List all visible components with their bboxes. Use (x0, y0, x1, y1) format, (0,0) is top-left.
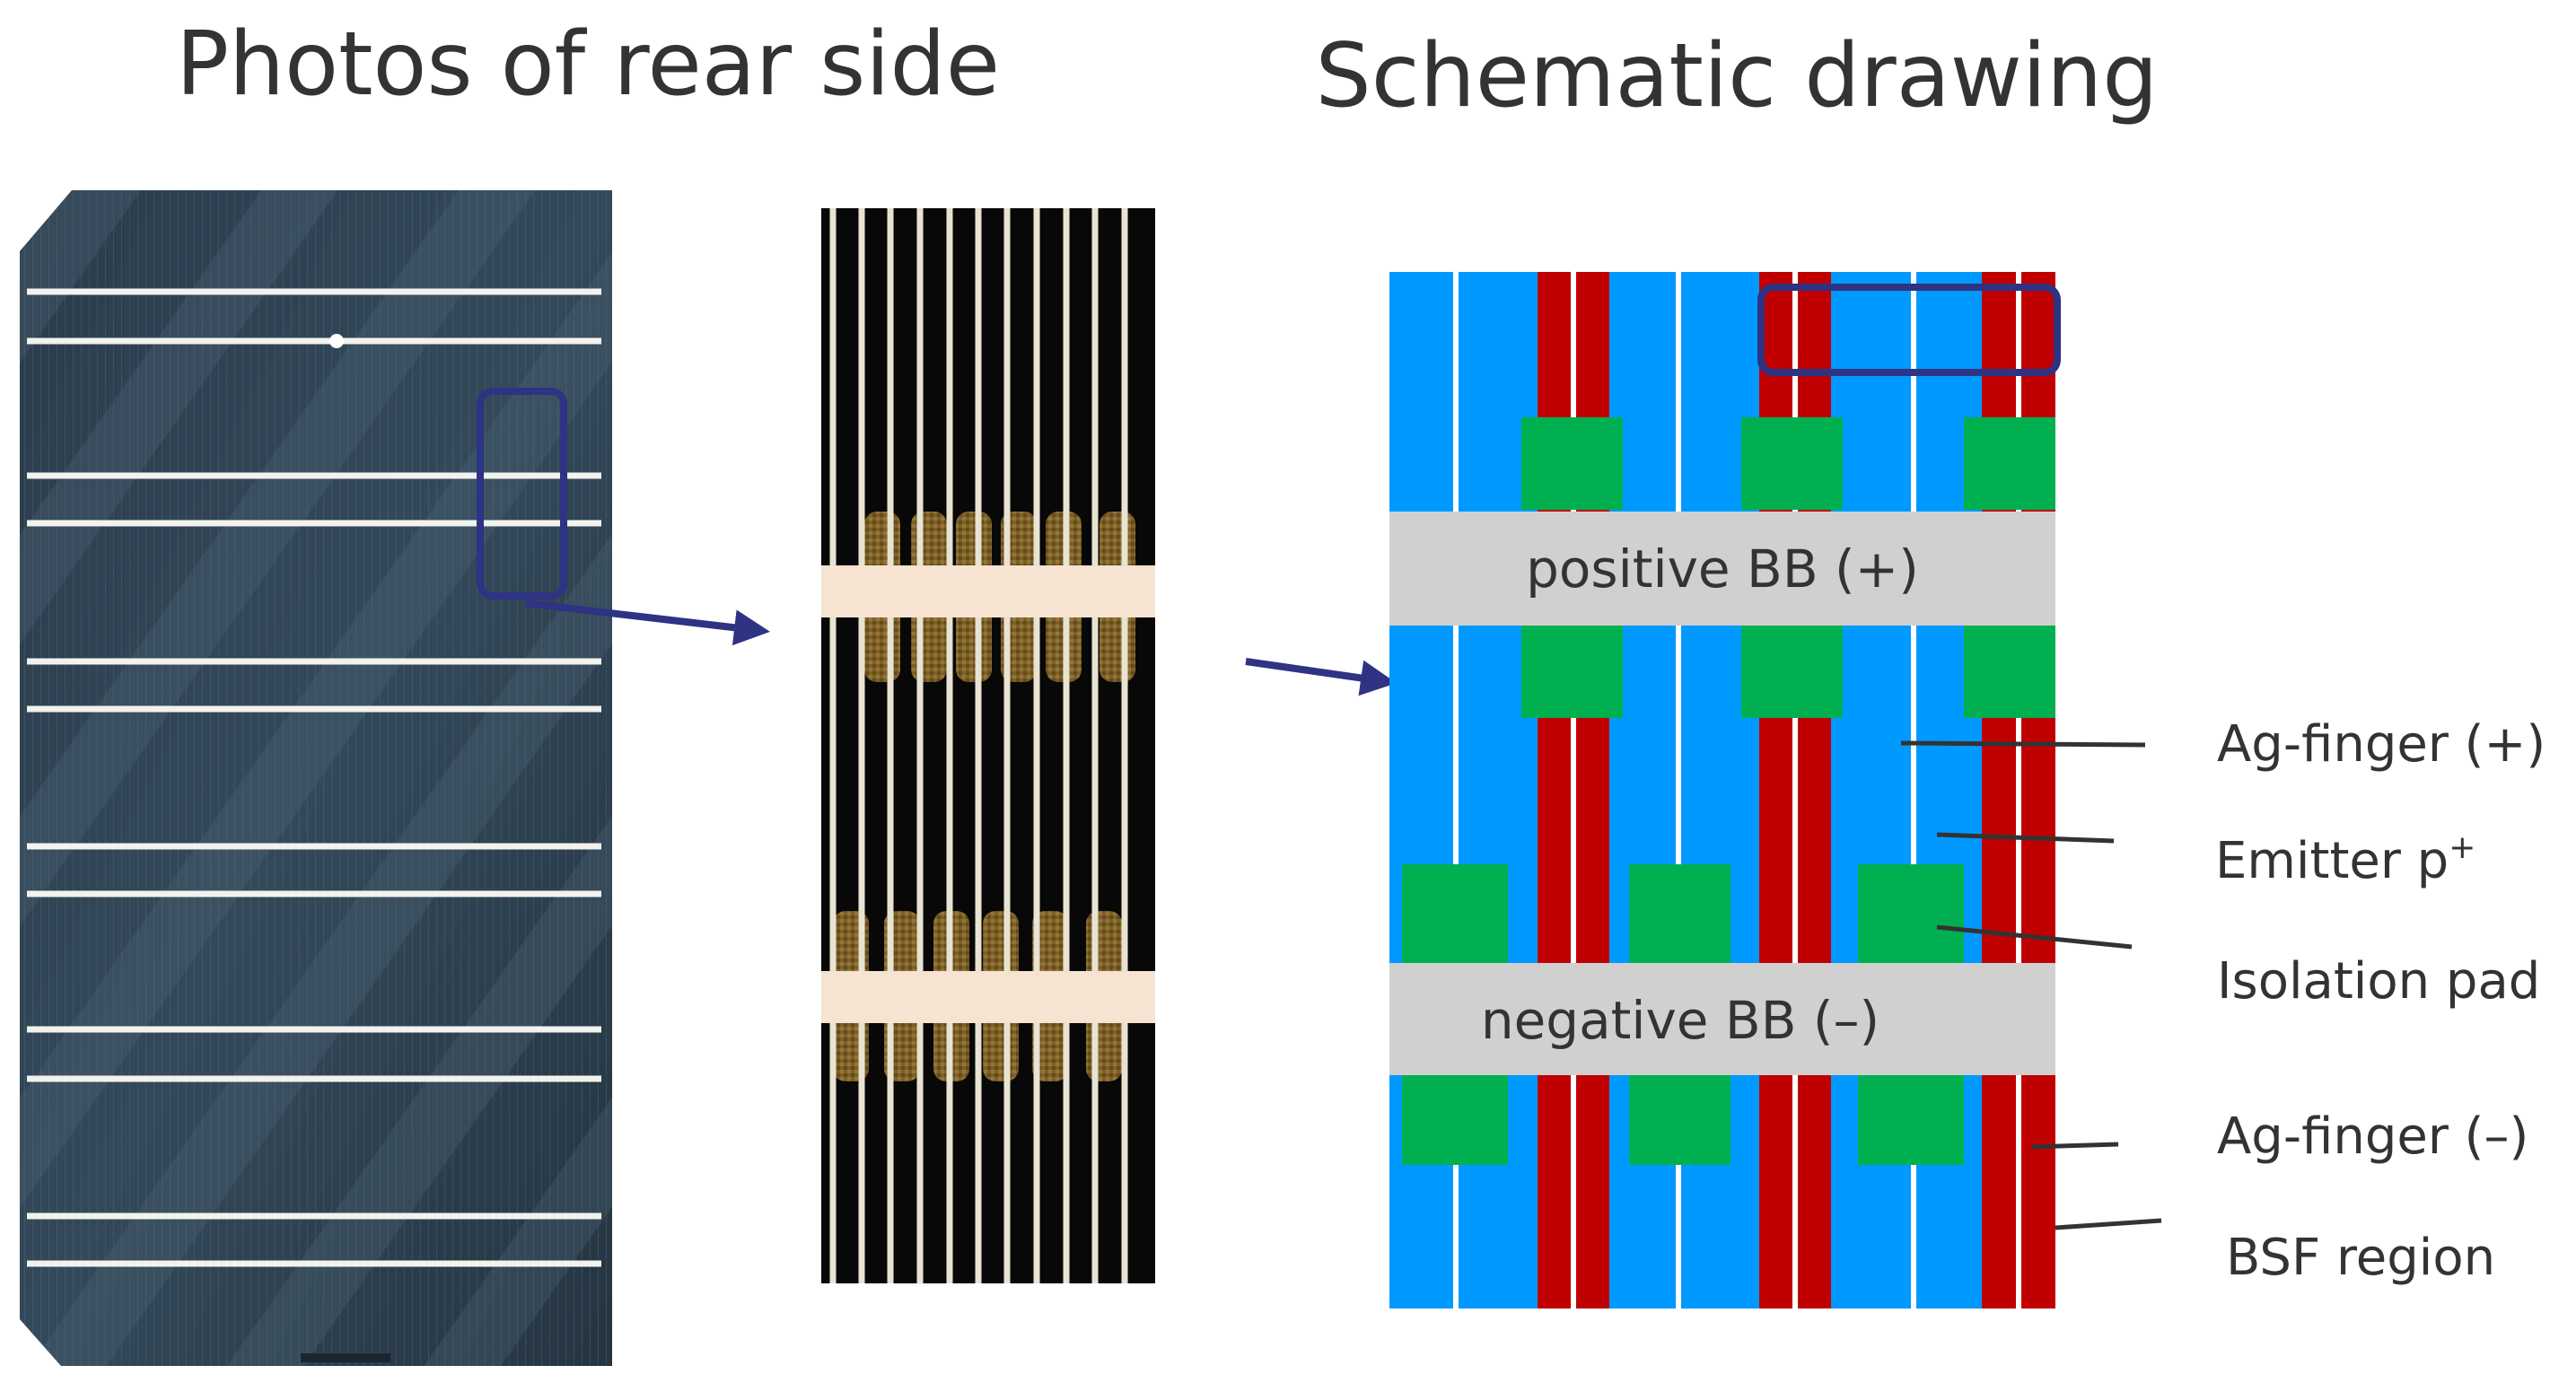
leader-lines (1900, 740, 2162, 1230)
legend-emitter-superscript: + (2449, 829, 2475, 866)
legend-emitter-text: Emitter p (2215, 832, 2449, 890)
schematic-heading: Schematic drawing (1316, 25, 2159, 127)
legend-bsf-region: BSF region (2226, 1229, 2495, 1287)
isolation-pads (1402, 417, 2055, 1165)
closeup-photo (821, 208, 1155, 1283)
closeup-busbar-top (821, 565, 1155, 617)
closeup-fingers (829, 208, 1128, 1283)
schematic-diagram: positive BB (+) negative BB (–) (1389, 272, 2061, 1309)
negative-busbar-label: negative BB (–) (1481, 990, 1879, 1051)
positive-busbar (1389, 512, 2055, 626)
rear-side-photo (20, 190, 612, 1366)
busbar-lines (27, 288, 601, 1267)
arrow-to-schematic (1245, 658, 1397, 696)
positive-busbar-label: positive BB (+) (1526, 538, 1919, 600)
schematic-highlight-box (1757, 284, 2061, 376)
legend-ag-finger-negative: Ag-finger (–) (2217, 1107, 2528, 1166)
arrow-to-closeup (524, 600, 770, 646)
legend-isolation-pad: Isolation pad (2217, 952, 2540, 1011)
closeup-busbar-bottom (821, 971, 1155, 1023)
legend-ag-finger-positive: Ag-finger (+) (2217, 715, 2545, 774)
legend-emitter: Emitter p+ (2215, 829, 2475, 890)
photos-heading: Photos of rear side (176, 13, 1000, 116)
negative-busbar (1389, 963, 2055, 1075)
photo-highlight-box (477, 388, 567, 600)
